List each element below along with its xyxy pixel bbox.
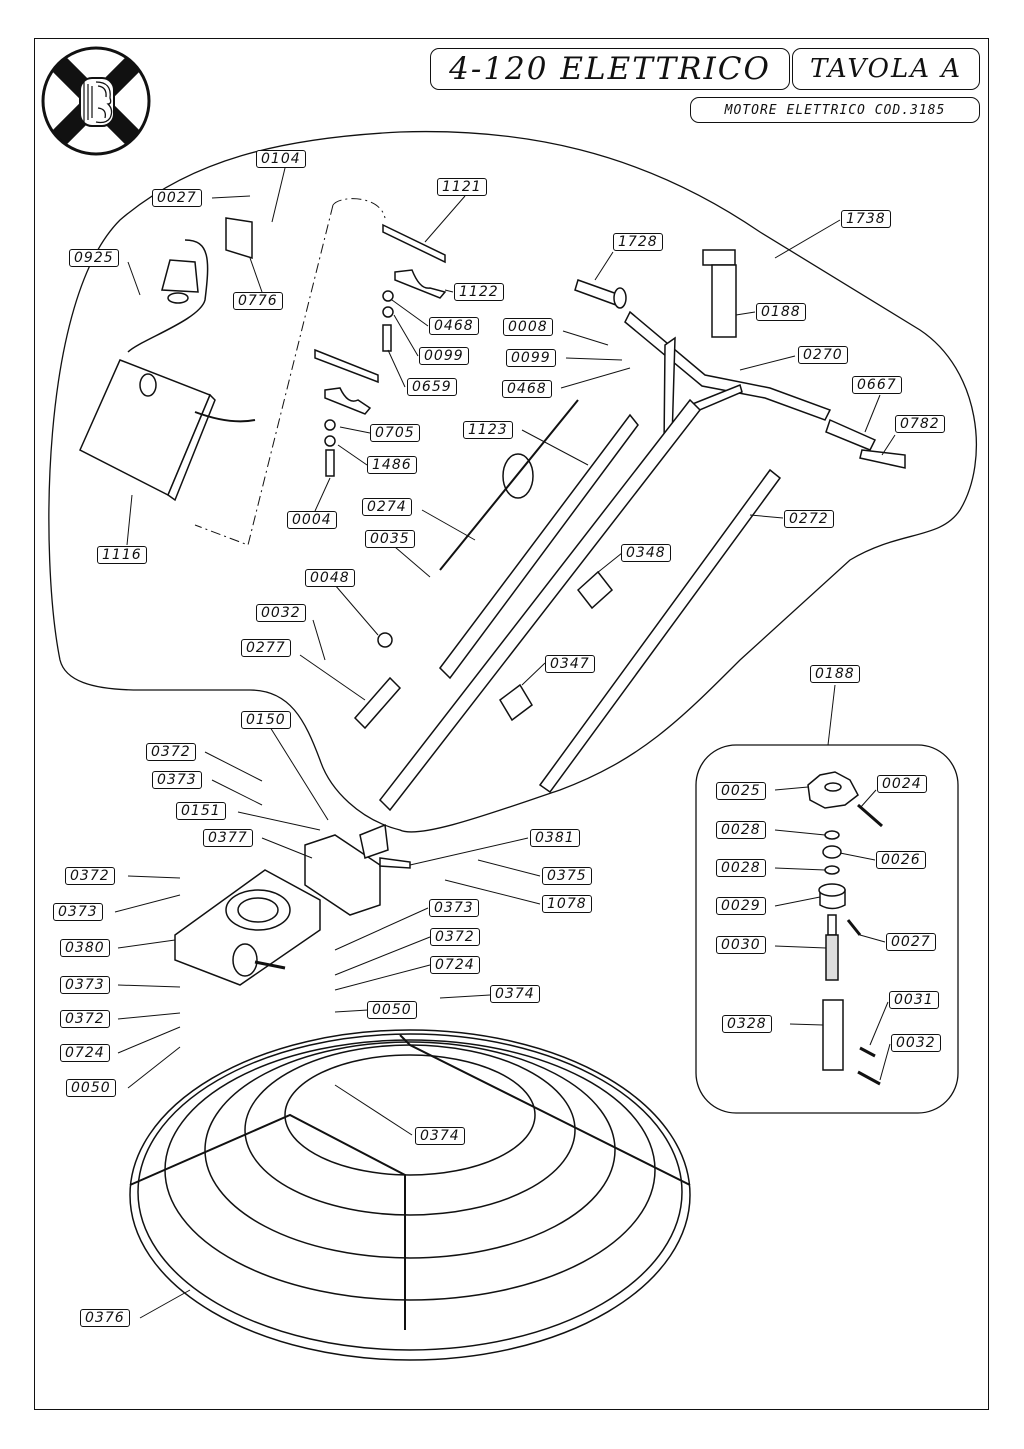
part-label[interactable]: 0372 — [60, 1010, 110, 1028]
part-label[interactable]: 0188 — [810, 665, 860, 683]
part-label[interactable]: 1116 — [97, 546, 147, 564]
part-label[interactable]: 1486 — [367, 456, 417, 474]
part-label[interactable]: 0328 — [722, 1015, 772, 1033]
knob-0188-top — [702, 249, 736, 266]
leader-lines — [114, 167, 896, 1319]
part-label[interactable]: 0029 — [716, 897, 766, 915]
plate-lower — [314, 348, 379, 384]
bracket-0776 — [225, 217, 253, 260]
part-label[interactable]: 0032 — [891, 1034, 941, 1052]
part-label[interactable]: 0099 — [419, 347, 469, 365]
brand-logo-icon — [41, 46, 151, 156]
part-label[interactable]: 1738 — [841, 210, 891, 228]
part-label[interactable]: 0375 — [542, 867, 592, 885]
gearbox-0380 — [174, 869, 321, 986]
part-label[interactable]: 0724 — [430, 956, 480, 974]
part-label[interactable]: 0374 — [415, 1127, 465, 1145]
part-label[interactable]: 0004 — [287, 511, 337, 529]
inset-0188-outline — [695, 744, 959, 1114]
clamp-lower — [324, 387, 372, 415]
plate-1121 — [382, 223, 446, 264]
part-label[interactable]: 0031 — [889, 991, 939, 1009]
lever-0782 — [859, 449, 906, 469]
part-label[interactable]: 0373 — [152, 771, 202, 789]
part-label[interactable]: 0050 — [66, 1079, 116, 1097]
sheet-id: TAVOLA A — [792, 48, 980, 90]
part-label[interactable]: 0274 — [362, 498, 412, 516]
part-label[interactable]: 0032 — [256, 604, 306, 622]
part-label[interactable]: 0373 — [60, 976, 110, 994]
part-label[interactable]: 0348 — [621, 544, 671, 562]
part-label[interactable]: 0050 — [367, 1001, 417, 1019]
inset-parts — [807, 771, 883, 1086]
part-label[interactable]: 0188 — [756, 303, 806, 321]
control-box-1116 — [79, 239, 256, 502]
part-label[interactable]: 0468 — [502, 380, 552, 398]
part-label[interactable]: 0373 — [429, 899, 479, 917]
part-label[interactable]: 0724 — [60, 1044, 110, 1062]
part-label[interactable]: 0099 — [506, 349, 556, 367]
part-label[interactable]: 0035 — [365, 530, 415, 548]
part-label[interactable]: 0026 — [876, 851, 926, 869]
tube-1123 — [439, 413, 639, 680]
part-label[interactable]: 0347 — [545, 655, 595, 673]
tube-0272 — [538, 468, 782, 794]
part-label[interactable]: 0028 — [716, 821, 766, 839]
part-label[interactable]: 0270 — [798, 346, 848, 364]
part-label[interactable]: 0468 — [429, 317, 479, 335]
part-label[interactable]: 0027 — [886, 933, 936, 951]
part-label[interactable]: 0374 — [490, 985, 540, 1003]
part-label[interactable]: 0372 — [146, 743, 196, 761]
nut-0048 — [377, 632, 393, 648]
part-label[interactable]: 0372 — [430, 928, 480, 946]
part-label[interactable]: 0272 — [784, 510, 834, 528]
part-label[interactable]: 0277 — [241, 639, 291, 657]
part-label[interactable]: 0776 — [233, 292, 283, 310]
part-label[interactable]: 0025 — [716, 782, 766, 800]
part-label[interactable]: 0150 — [241, 711, 291, 729]
part-label[interactable]: 0151 — [176, 802, 226, 820]
grip-1728 — [574, 279, 621, 306]
part-label[interactable]: 0027 — [152, 189, 202, 207]
clamp-1122 — [394, 269, 447, 299]
part-label[interactable]: 0667 — [852, 376, 902, 394]
part-label[interactable]: 1728 — [613, 233, 663, 251]
sleeve-0347 — [499, 683, 533, 722]
part-label[interactable]: 1078 — [542, 895, 592, 913]
handle-assembly — [353, 249, 906, 812]
drawing-frame — [34, 38, 989, 1410]
main-shaft — [379, 398, 701, 812]
grip-0667 — [825, 418, 877, 451]
part-label[interactable]: 0376 — [80, 1309, 130, 1327]
cable-0274 — [439, 399, 579, 571]
part-label[interactable]: 0782 — [895, 415, 945, 433]
part-label[interactable]: 0705 — [370, 424, 420, 442]
part-label[interactable]: 0048 — [305, 569, 355, 587]
part-label[interactable]: 0380 — [60, 939, 110, 957]
part-label[interactable]: 0381 — [530, 829, 580, 847]
bracket-0377 — [304, 823, 411, 916]
part-label[interactable]: 0008 — [503, 318, 553, 336]
sleeve-0348 — [576, 570, 614, 610]
upper-group-outline — [48, 130, 977, 833]
part-label[interactable]: 0104 — [256, 150, 306, 168]
part-label[interactable]: 0659 — [407, 378, 457, 396]
pad-0376 — [129, 1029, 691, 1361]
part-label[interactable]: 0024 — [877, 775, 927, 793]
part-label[interactable]: 0925 — [69, 249, 119, 267]
part-label[interactable]: 0028 — [716, 859, 766, 877]
part-label[interactable]: 0030 — [716, 936, 766, 954]
support-0277 — [353, 676, 402, 730]
part-label[interactable]: 1121 — [437, 178, 487, 196]
part-label[interactable]: 1122 — [454, 283, 504, 301]
part-label[interactable]: 0377 — [203, 829, 253, 847]
motor-code-subtitle: MOTORE ELETTRICO COD.3185 — [690, 97, 980, 123]
part-label[interactable]: 1123 — [463, 421, 513, 439]
part-label[interactable]: 0372 — [65, 867, 115, 885]
switch-0925 — [161, 259, 199, 304]
part-label[interactable]: 0373 — [53, 903, 103, 921]
drawing-title: 4-120 ELETTRICO — [430, 48, 790, 90]
